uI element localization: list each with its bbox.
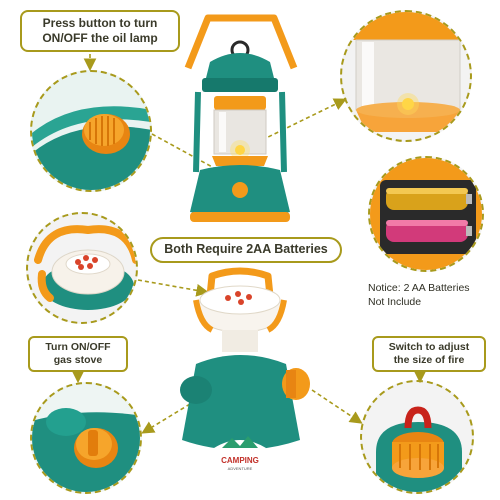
lamp-knob-illustration (32, 106, 150, 190)
gas-knob-detail-circle (30, 382, 142, 494)
adventure-badge-text: ADVENTURE (228, 466, 253, 471)
batteries-callout: Both Require 2AA Batteries (150, 237, 342, 263)
notice-text: Notice: 2 AA Batteries Not Include (368, 282, 470, 308)
gas-knob-illustration (32, 408, 140, 492)
lamp-switch-callout: Press button to turn ON/OFF the oil lamp (20, 10, 180, 52)
battery-illustration (370, 158, 482, 270)
lamp-globe-detail-circle (340, 10, 472, 142)
camping-badge-text: CAMPING (221, 456, 259, 465)
burner-detail-circle (26, 212, 138, 324)
fire-switch-detail-circle (360, 380, 474, 494)
fire-switch-illustration (376, 406, 462, 492)
battery-detail-circle (368, 156, 484, 272)
lamp-knob-detail-circle (30, 70, 152, 192)
burner-illustration (34, 225, 136, 310)
fire-switch-callout: Switch to adjust the size of fire (372, 336, 486, 372)
lamp-globe-illustration (342, 12, 470, 132)
